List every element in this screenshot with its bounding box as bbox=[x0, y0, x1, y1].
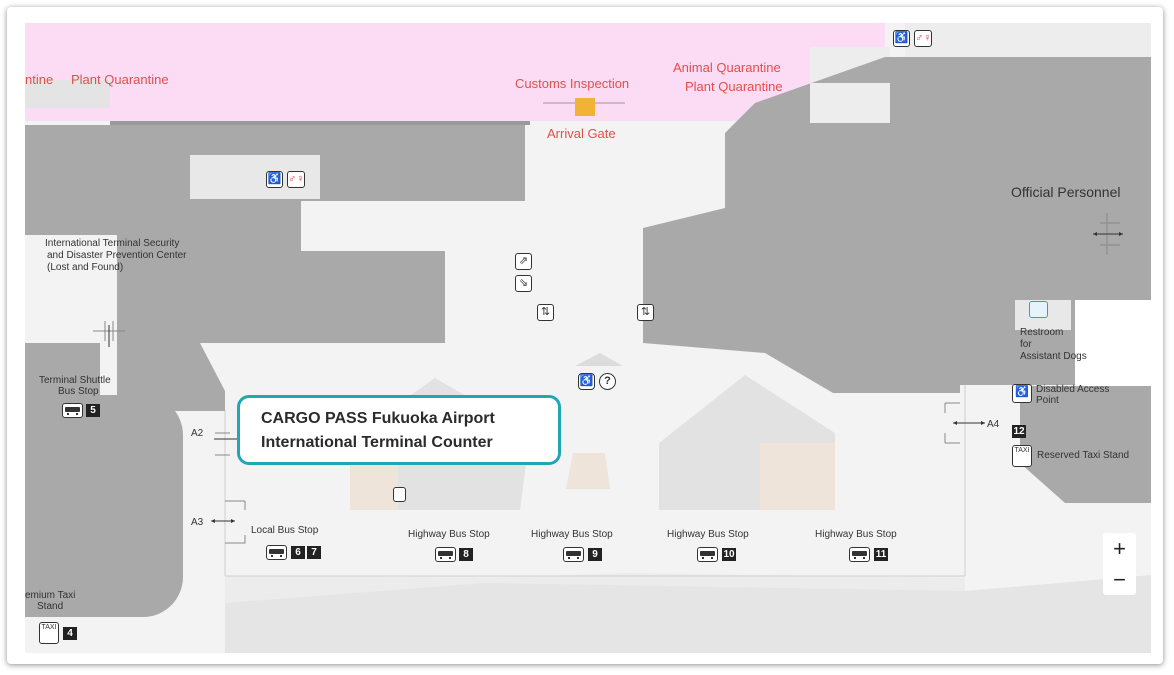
restroom-dogs-line2: for bbox=[1020, 339, 1032, 350]
premium-taxi-line1: emium Taxi bbox=[25, 590, 76, 601]
stop-number: 7 bbox=[307, 546, 321, 559]
terminal-map[interactable]: ntine Plant Quarantine Customs Inspectio… bbox=[25, 23, 1151, 653]
taxi-icon: TAXI bbox=[1012, 445, 1032, 467]
disabled-access-line2: Point bbox=[1036, 395, 1059, 406]
highway-bus-stop-label: Highway Bus Stop bbox=[667, 529, 749, 540]
locker-icon bbox=[393, 487, 406, 502]
reserved-taxi-label: Reserved Taxi Stand bbox=[1037, 450, 1130, 461]
restroom-icon: ♂♀ bbox=[287, 171, 305, 188]
stop-number: 10 bbox=[722, 548, 736, 561]
wheelchair-icon: ♿ bbox=[578, 373, 595, 390]
plant-quarantine-left: Plant Quarantine bbox=[71, 72, 169, 87]
arrival-gate-icon bbox=[575, 98, 595, 116]
assistant-dog-icon bbox=[1029, 301, 1048, 318]
exit-a3-label: A3 bbox=[191, 517, 204, 528]
arrival-gate-label: Arrival Gate bbox=[547, 126, 616, 141]
wheelchair-icon: ♿ bbox=[266, 171, 283, 188]
disabled-access-line1: Disabled Access bbox=[1036, 384, 1110, 395]
exit-a2-label: A2 bbox=[191, 428, 204, 439]
restroom-icon: ♂♀ bbox=[914, 30, 932, 47]
quarantine-zone bbox=[25, 23, 885, 121]
bus-icon bbox=[62, 403, 83, 418]
official-personnel-label: Official Personnel bbox=[1011, 184, 1121, 200]
info-icon: ? bbox=[599, 373, 616, 390]
taxi-icon: TAXI bbox=[39, 622, 59, 644]
premium-taxi-line2: Stand bbox=[37, 601, 64, 612]
animal-quarantine-label: Animal Quarantine bbox=[673, 60, 781, 75]
map-window: ntine Plant Quarantine Customs Inspectio… bbox=[7, 7, 1163, 664]
stop-number: 8 bbox=[459, 548, 473, 561]
terminal-shuttle-line1: Terminal Shuttle bbox=[39, 375, 111, 386]
stop-number: 12 bbox=[1012, 425, 1026, 438]
wheelchair-icon: ♿ bbox=[1012, 384, 1032, 403]
stop-number: 9 bbox=[588, 548, 602, 561]
cargo-pass-callout[interactable]: CARGO PASS Fukuoka Airport International… bbox=[237, 395, 561, 465]
exit-a4-label: A4 bbox=[987, 419, 1000, 430]
plant-quarantine-left-partial: ntine bbox=[25, 72, 54, 87]
stop-number: 5 bbox=[86, 404, 100, 417]
stop-number: 4 bbox=[63, 627, 77, 640]
zoom-out-button[interactable]: − bbox=[1113, 567, 1126, 592]
customs-inspection-label: Customs Inspection bbox=[515, 76, 630, 91]
highway-bus-stop-label: Highway Bus Stop bbox=[815, 529, 897, 540]
callout-line2: International Terminal Counter bbox=[261, 434, 493, 451]
elevator-icon: ⇅ bbox=[637, 304, 654, 321]
terminal-shuttle-line2: Bus Stop bbox=[58, 386, 99, 397]
highway-bus-stop-label: Highway Bus Stop bbox=[531, 529, 613, 540]
stop-number: 11 bbox=[874, 548, 888, 561]
escalator-icon: ⇗ bbox=[515, 253, 532, 270]
local-bus-stop-label: Local Bus Stop bbox=[251, 525, 319, 536]
zoom-control: + − bbox=[1103, 533, 1136, 595]
security-center-line1: International Terminal Security bbox=[45, 238, 180, 249]
bus-icon bbox=[849, 547, 870, 562]
plant-quarantine-right: Plant Quarantine bbox=[685, 79, 783, 94]
restroom-dogs-line3: Assistant Dogs bbox=[1020, 351, 1087, 362]
callout-line1: CARGO PASS Fukuoka Airport bbox=[261, 410, 495, 427]
elevator-icon: ⇅ bbox=[537, 304, 554, 321]
restroom-dogs-line1: Restroom bbox=[1020, 327, 1064, 338]
building-block bbox=[25, 125, 525, 343]
security-center-line2: and Disaster Prevention Center bbox=[47, 250, 187, 261]
bus-icon bbox=[697, 547, 718, 562]
wheelchair-icon: ♿ bbox=[893, 30, 910, 47]
zoom-in-button[interactable]: + bbox=[1113, 536, 1126, 561]
security-center-line3: (Lost and Found) bbox=[47, 262, 124, 273]
highway-bus-stop-label: Highway Bus Stop bbox=[408, 529, 490, 540]
bus-icon bbox=[563, 547, 584, 562]
bus-icon bbox=[266, 545, 287, 560]
bus-icon bbox=[435, 547, 456, 562]
escalator-down-icon: ⇘ bbox=[515, 275, 532, 292]
stop-number: 6 bbox=[291, 546, 305, 559]
